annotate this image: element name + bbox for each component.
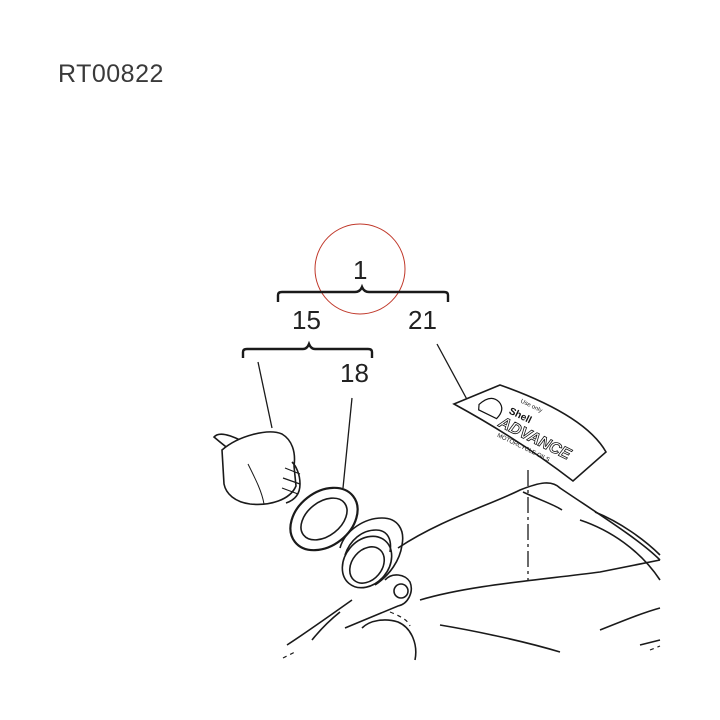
leader-21 — [436, 343, 471, 406]
callout-18[interactable]: 18 — [340, 358, 369, 388]
o-ring — [289, 486, 359, 552]
reference-code: RT00822 — [58, 60, 164, 88]
bracket-cap-15 — [241, 340, 374, 358]
decal-label: Use only Shell ADVANCE MOTORCYCLE OILS — [452, 384, 608, 483]
hidden-lines — [282, 611, 661, 659]
tank-body — [286, 482, 661, 661]
highlight-circle — [314, 223, 406, 315]
leader-15 — [257, 361, 273, 429]
callout-21[interactable]: 21 — [408, 305, 437, 335]
callout-15[interactable]: 15 — [292, 305, 321, 335]
shell-logo-icon — [478, 397, 503, 420]
filler-cap — [212, 431, 301, 506]
bracket-assembly-1 — [276, 283, 450, 302]
callout-1[interactable]: 1 — [353, 255, 368, 285]
leader-18 — [342, 397, 353, 489]
